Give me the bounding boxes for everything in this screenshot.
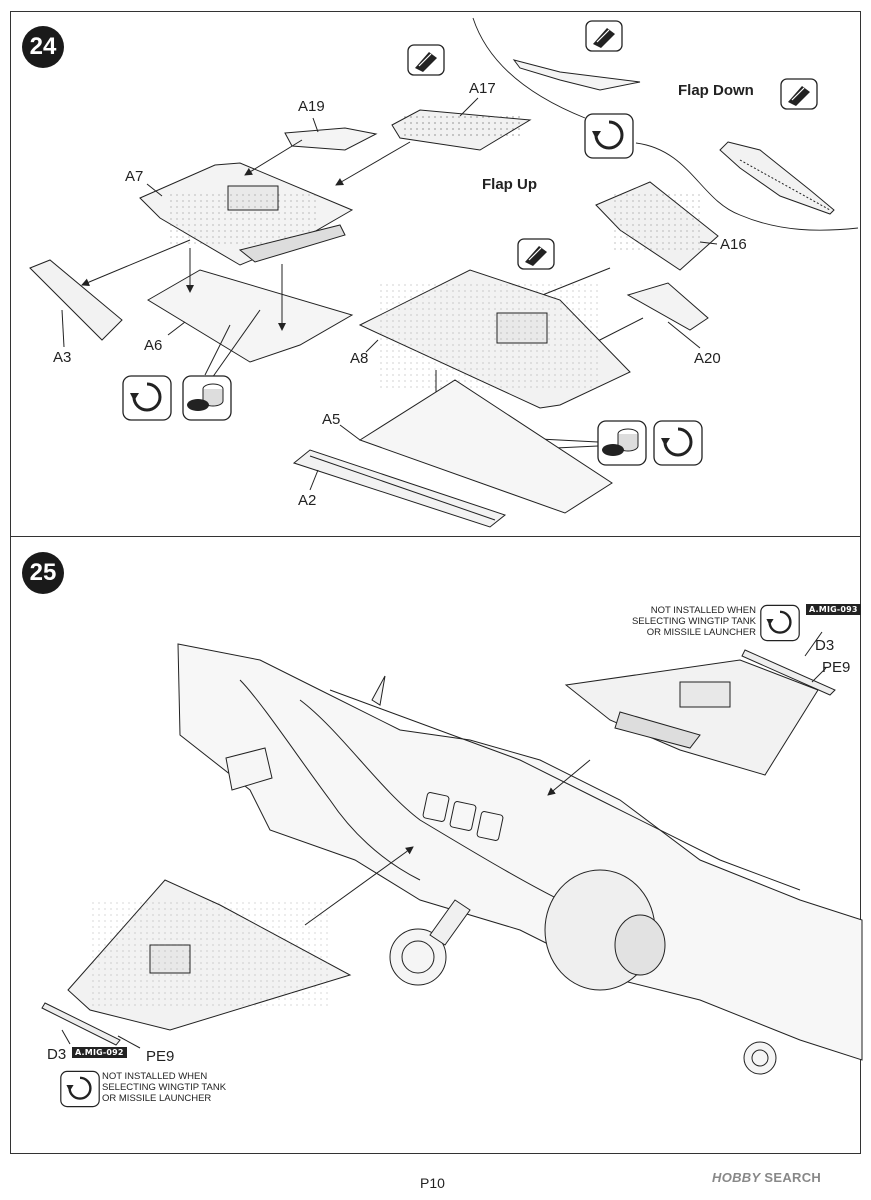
paint-code-tag: A.MIG-092 [72, 1047, 127, 1058]
part-label-d3-left: D3 [47, 1046, 67, 1063]
flip-over-icon [122, 375, 172, 421]
part-label-a19: A19 [298, 98, 325, 115]
cement-icon [780, 78, 818, 110]
cement-icon [407, 44, 445, 76]
cement-icon [517, 238, 555, 270]
part-label-d3-right: D3 [815, 637, 835, 654]
step-divider [10, 536, 861, 537]
flip-over-icon [760, 604, 800, 642]
part-label-a20: A20 [694, 350, 721, 367]
part-label-a2: A2 [298, 492, 317, 509]
part-label-a7: A7 [125, 168, 144, 185]
part-label-a8: A8 [350, 350, 369, 367]
note-not-installed-right: NOT INSTALLED WHEN SELECTING WINGTIP TAN… [631, 605, 756, 638]
drill-hole-icon [182, 375, 232, 421]
instruction-page-frame [10, 11, 861, 1154]
flap-down-label: Flap Down [678, 82, 754, 99]
watermark: HOBBY SEARCH [712, 1170, 822, 1185]
part-label-pe9-right: PE9 [822, 659, 851, 676]
part-label-a17: A17 [469, 80, 496, 97]
flip-over-icon [653, 420, 703, 466]
drill-hole-icon [597, 420, 647, 466]
step-24-number: 24 [22, 26, 64, 68]
part-label-a5: A5 [322, 411, 341, 428]
step-25-number: 25 [22, 552, 64, 594]
flap-up-label: Flap Up [482, 176, 537, 193]
cement-icon [585, 20, 623, 52]
part-label-pe9-left: PE9 [146, 1048, 175, 1065]
flip-over-icon [60, 1070, 100, 1108]
part-label-a16: A16 [720, 236, 747, 253]
part-label-a3: A3 [53, 349, 72, 366]
paint-code-tag: A.MIG-093 [806, 604, 861, 615]
page-number: P10 [420, 1175, 445, 1191]
flip-over-icon [584, 113, 634, 159]
part-label-a6: A6 [144, 337, 163, 354]
note-not-installed-left: NOT INSTALLED WHEN SELECTING WINGTIP TAN… [102, 1071, 227, 1104]
